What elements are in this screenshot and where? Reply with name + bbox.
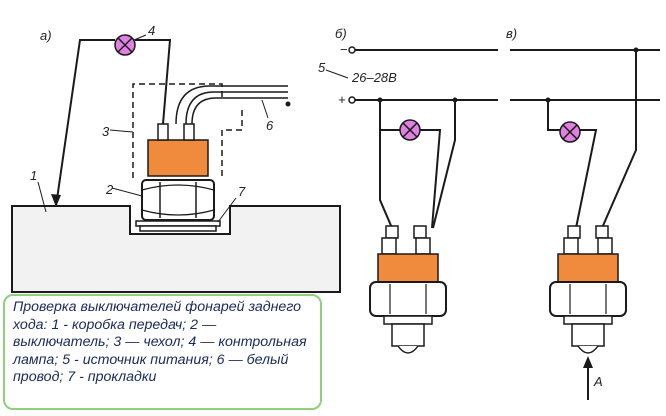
part-label-5: 5 [318, 60, 326, 75]
part-label-1: 1 [30, 168, 37, 183]
part-label-3: 3 [102, 124, 110, 139]
control-lamp-v-icon [559, 121, 581, 143]
control-lamp-b-icon [399, 119, 421, 141]
panel-b: б) − + 5 26–28В [318, 26, 498, 354]
power-minus-sign: − [340, 42, 348, 57]
circuit-v-wires [547, 50, 637, 229]
white-wires [175, 85, 288, 125]
switch-hex-body [141, 179, 215, 221]
switch-v [549, 225, 627, 354]
panel-a: а) 1 2 3 4 6 7 [11, 23, 341, 293]
part-label-6: 6 [266, 118, 274, 133]
force-arrow-head [583, 356, 593, 368]
panel-label-a: а) [40, 28, 52, 43]
part-label-4: 4 [148, 23, 155, 38]
switch-cover [147, 139, 209, 177]
power-voltage-label: 26–28В [351, 70, 397, 85]
panel-label-b: б) [335, 26, 347, 41]
part-label-2: 2 [105, 182, 114, 197]
figure-caption: Проверка выключателей фонарей заднего хо… [3, 294, 322, 410]
switch-b [369, 225, 447, 354]
part-label-7: 7 [238, 184, 246, 199]
switch-terminals [157, 123, 195, 141]
lamp-wire [55, 39, 172, 207]
gaskets [135, 220, 221, 232]
panel-label-v: в) [506, 26, 517, 41]
power-plus-sign: + [338, 92, 346, 107]
arrow-label-a: А [593, 374, 603, 389]
ground-arrow [51, 194, 61, 207]
circuit-b-wires [379, 100, 456, 229]
leader-lines [37, 34, 269, 223]
control-lamp-icon [114, 34, 136, 56]
panel-v: А в) [506, 26, 660, 400]
